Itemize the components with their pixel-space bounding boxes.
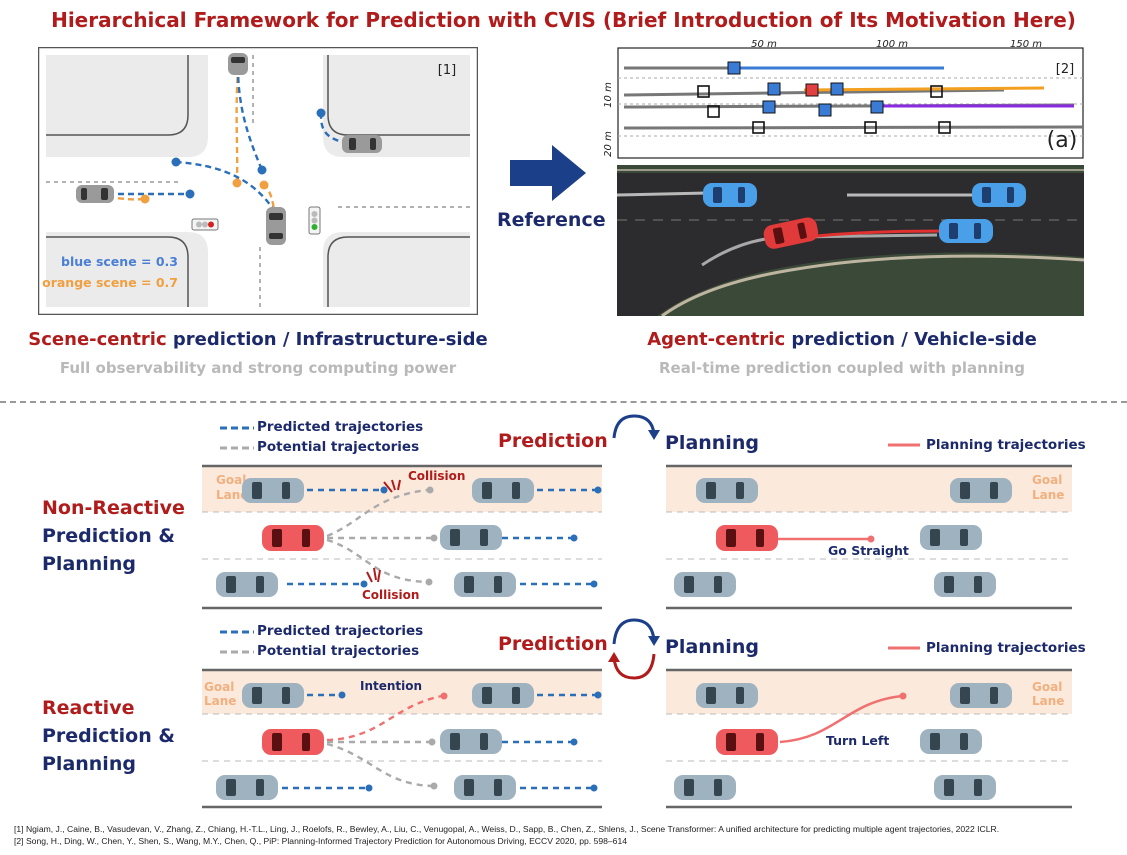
non-reactive-legend xyxy=(220,426,254,450)
reference-1: [1] Ngiam, J., Caine, B., Vasudevan, V.,… xyxy=(14,824,1000,834)
legend-predicted-2: Predicted trajectories xyxy=(257,623,424,639)
axis-tick-50: 50 m xyxy=(751,40,777,50)
right-subcaption: Real-time prediction coupled with planni… xyxy=(658,359,1026,377)
axis-tick-10m: 10 m xyxy=(604,82,614,108)
goal-lane-2a: Goal xyxy=(204,680,234,694)
non-reactive-title: Non-Reactive xyxy=(42,497,185,519)
legend-planning-2: Planning trajectories xyxy=(926,640,1086,656)
reference-label: Reference xyxy=(497,209,606,231)
goal-lane-1d: Lane xyxy=(1032,488,1064,502)
left-subcaption: Full observability and strong computing … xyxy=(59,359,457,377)
axis-tick-20m: 20 m xyxy=(604,131,614,157)
goal-lane-2d: Lane xyxy=(1032,694,1064,708)
legend-planning-1: Planning trajectories xyxy=(926,437,1086,453)
references: [1] Ngiam, J., Caine, B., Vasudevan, V.,… xyxy=(14,823,999,847)
legend-predicted-1: Predicted trajectories xyxy=(257,419,424,435)
right-ref: [2] xyxy=(1056,62,1074,77)
reactive-title: Reactive xyxy=(42,697,135,719)
planning-legend-1 xyxy=(888,443,920,447)
axis-tick-100: 100 m xyxy=(876,40,908,50)
turn-left-label: Turn Left xyxy=(826,733,889,748)
right-caption-rest: prediction / Vehicle-side xyxy=(785,329,1037,350)
goal-lane-2b: Lane xyxy=(204,694,236,708)
non-reactive-line2: Prediction & xyxy=(42,525,175,547)
planning-label-1: Planning xyxy=(665,432,759,454)
reference-2: [2] Song, H., Ding, W., Chen, Y., Shen, … xyxy=(14,836,628,846)
goal-lane-1b: Lane xyxy=(216,488,248,502)
reactive-legend xyxy=(220,630,254,654)
aerial-road-photo xyxy=(617,165,1084,316)
non-reactive-prediction-scene: Goal Lane Collision Collision xyxy=(202,464,602,610)
goal-lane-1a: Goal xyxy=(216,473,246,487)
prediction-label-2: Prediction xyxy=(498,633,608,655)
right-caption: Agent-centric prediction / Vehicle-side xyxy=(614,329,1070,350)
plot-label: (a) xyxy=(1047,128,1078,153)
planning-label-2: Planning xyxy=(665,636,759,658)
orange-scene-label: orange scene = 0.7 xyxy=(42,275,178,290)
trajectory-plot: 50 m 100 m 150 m 10 m 20 m [2] (a) xyxy=(604,40,1084,159)
legend-potential-1: Potential trajectories xyxy=(257,439,420,455)
prediction-label-1: Prediction xyxy=(498,430,608,452)
legend-potential-2: Potential trajectories xyxy=(257,643,420,659)
reactive-label: Reactive Prediction & Planning xyxy=(42,694,175,778)
reactive-planning-scene: Goal Lane Turn Left xyxy=(666,668,1072,809)
left-caption: Scene-centric prediction / Infrastructur… xyxy=(20,329,496,350)
non-reactive-planning-scene: Goal Lane Go Straight xyxy=(666,464,1072,610)
section-divider xyxy=(0,401,1127,403)
reactive-line3: Planning xyxy=(42,753,136,775)
cycle-arrow-icon-2 xyxy=(608,618,660,680)
non-reactive-line3: Planning xyxy=(42,553,136,575)
collision-label-bottom: Collision xyxy=(362,588,419,602)
axis-tick-150: 150 m xyxy=(1010,40,1042,50)
reactive-line2: Prediction & xyxy=(42,725,175,747)
intention-label: Intention xyxy=(360,679,422,693)
collision-label-top: Collision xyxy=(408,469,465,483)
page-title: Hierarchical Framework for Prediction wi… xyxy=(51,8,1076,32)
planning-legend-2 xyxy=(888,646,920,650)
goal-lane-1c: Goal xyxy=(1032,473,1062,487)
goal-lane-2c: Goal xyxy=(1032,680,1062,694)
left-caption-highlight: Scene-centric xyxy=(28,329,167,350)
non-reactive-label: Non-Reactive Prediction & Planning xyxy=(42,494,185,578)
reference-arrow-icon xyxy=(510,145,586,201)
go-straight-label: Go Straight xyxy=(828,543,909,558)
intersection-diagram: [1] blue scene = 0.3 orange scene = 0.7 xyxy=(38,47,478,315)
left-caption-rest: prediction / Infrastructure-side xyxy=(166,329,488,350)
right-caption-highlight: Agent-centric xyxy=(647,329,786,350)
left-ref: [1] xyxy=(438,63,456,78)
reactive-prediction-scene: Goal Lane Intention xyxy=(202,668,602,809)
blue-scene-label: blue scene = 0.3 xyxy=(61,254,178,269)
cycle-arrow-icon-1 xyxy=(612,414,660,440)
